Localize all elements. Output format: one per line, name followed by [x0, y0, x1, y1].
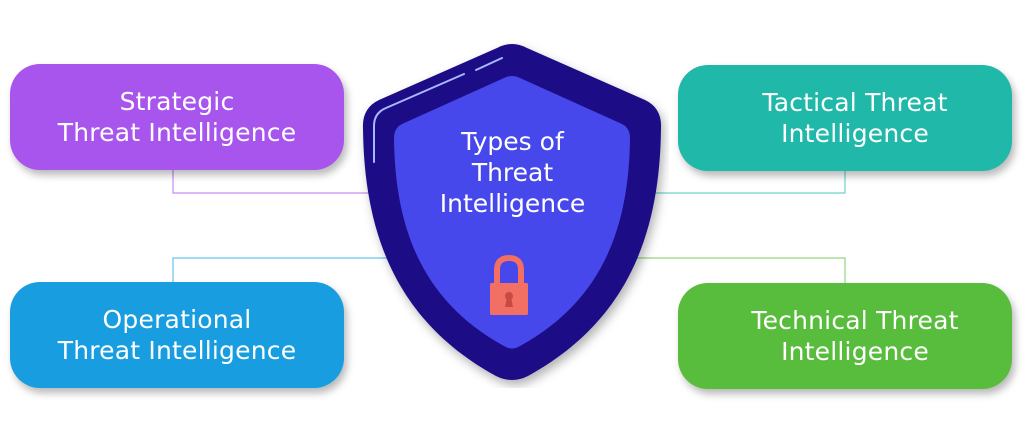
operational-label-line-2: Threat Intelligence [57, 336, 297, 365]
connector-tactical [640, 171, 846, 194]
tactical-label-line-2: Intelligence [781, 119, 929, 148]
shield-inner [394, 76, 630, 349]
shield-title-line-3: Intelligence [439, 189, 586, 218]
connector-strategic [172, 170, 380, 194]
tactical-threat-intelligence-box: Tactical Threat Intelligence [678, 65, 1012, 171]
shield-title-line-1: Types of [461, 127, 564, 156]
shield-title-line-2: Threat [471, 158, 554, 187]
padlock-icon [490, 254, 528, 315]
shield-icon [362, 44, 662, 380]
technical-threat-intelligence-box: Technical Threat Intelligence [678, 283, 1012, 389]
shield-highlight-short [475, 57, 503, 71]
operational-threat-intelligence-box: Operational Threat Intelligence [10, 282, 344, 388]
strategic-threat-intelligence-box: Strategic Threat Intelligence [10, 64, 344, 170]
operational-label-line-1: Operational [102, 305, 252, 334]
shield-highlight [373, 73, 465, 163]
strategic-label-line-1: Strategic [119, 87, 235, 116]
strategic-label-line-2: Threat Intelligence [57, 118, 297, 147]
shield-title: Types of Threat Intelligence [425, 126, 600, 219]
connector-technical [635, 257, 846, 283]
technical-label-line-2: Intelligence [781, 337, 929, 366]
tactical-label-line-1: Tactical Threat [762, 88, 948, 117]
technical-label-line-1: Technical Threat [751, 306, 959, 335]
connector-operational [172, 257, 390, 282]
